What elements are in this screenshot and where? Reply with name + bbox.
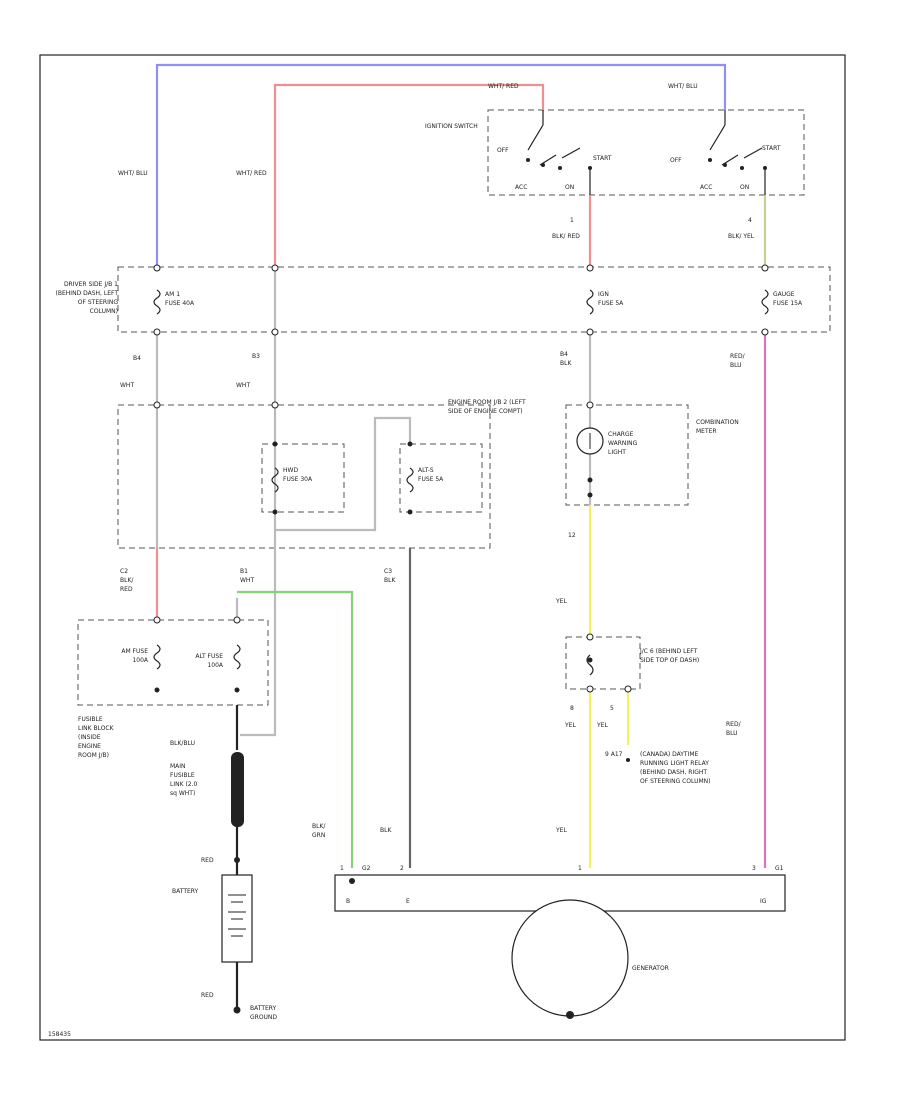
label-wht2: WHT (236, 382, 250, 389)
label-pin-gen-1b: 1 (578, 865, 582, 872)
label-b1-wht: B1 WHT (240, 568, 255, 584)
engine-jb-box (117, 404, 491, 549)
label-ign-fuse: IGN FUSE 5A (598, 291, 624, 307)
label-blk-grn: BLK/ GRN (312, 823, 326, 839)
driver-jb-box (117, 266, 831, 333)
label-wht-blu-left: WHT/ BLU (118, 170, 148, 177)
label-figure-id: 158435 (48, 1031, 71, 1038)
label-acc-left: ACC (515, 184, 527, 191)
label-hwo-fuse: HWD FUSE 30A (283, 467, 313, 483)
label-pin-drl: 9 A17 (605, 751, 623, 758)
label-pin-gen-g1: G1 (775, 865, 784, 872)
label-on-left: ON (565, 184, 574, 191)
label-alt-fuse: ALT FUSE 100A (195, 653, 223, 669)
label-start-left: START (593, 155, 612, 162)
label-b4: B4 (133, 355, 141, 362)
label-combo-meter: COMBINATION METER (696, 419, 739, 435)
label-red-top: RED (201, 857, 214, 864)
label-b3: B3 (252, 353, 260, 360)
label-pin-ign-blk-red: 1 (570, 217, 574, 224)
diagram-frame (39, 54, 846, 1041)
label-ign-wire2: WHT/ BLU (668, 83, 698, 90)
label-battery-ground: BATTERY GROUND (250, 1005, 278, 1021)
label-wht-red-left: WHT/ RED (236, 170, 267, 177)
label-red-blu-low: RED/ BLU (726, 721, 741, 737)
label-alts-fuse: ALT-S FUSE 5A (418, 467, 444, 483)
label-c2-blk-red: C2 BLK/ RED (120, 568, 134, 593)
generator-body (511, 899, 629, 1017)
label-am1-fuse: AM 1 FUSE 40A (165, 291, 195, 307)
label-driver-jb: DRIVER SIDE J/B 1 (BEHIND DASH, LEFT OF … (55, 281, 118, 315)
wire-grey-engjb-bridge (275, 416, 412, 532)
fuse-symbols (153, 289, 769, 676)
generator-ground-dot (566, 1011, 574, 1019)
alts-fuse-box (399, 443, 483, 513)
battery-cells (228, 894, 246, 937)
main-fusible-link (231, 752, 244, 827)
label-acc-right: ACC (700, 184, 712, 191)
label-ign-wire1: WHT/ RED (488, 83, 519, 90)
label-gauge-fuse: GAUGE FUSE 15A (773, 291, 803, 307)
wire-blk-grn (237, 590, 354, 868)
label-blk-low: BLK (380, 827, 392, 834)
label-charge-light: CHARGE WARNING LIGHT (608, 431, 638, 456)
jc6-box (565, 636, 641, 690)
label-pin-yel-a: 8 (570, 705, 574, 712)
ignition-switch-box (487, 109, 805, 196)
label-b4-blk: B4 BLK (560, 351, 572, 367)
label-generator: GENERATOR (632, 965, 669, 972)
label-pin-gen-2: 2 (400, 865, 404, 872)
label-blk-blu: BLK/BLU (170, 740, 195, 747)
label-main-fl: MAIN FUSIBLE LINK (2.0 sq WHT) (170, 763, 198, 797)
label-off-left: OFF (497, 147, 509, 154)
label-red-bottom: RED (201, 992, 214, 999)
label-pin-gen-g2: G2 (362, 865, 371, 872)
label-c3-blk: C3 BLK (384, 568, 396, 584)
label-wht1: WHT (120, 382, 134, 389)
wire-grey-alt (240, 548, 277, 737)
label-pin-ign-blk-yel: 4 (748, 217, 752, 224)
label-fusible-block: FUSIBLE LINK BLOCK (INSIDE ENGINE ROOM J… (78, 716, 114, 759)
ignition-contact-dots (526, 158, 767, 170)
label-gen-e: E (406, 898, 410, 905)
label-drl-relay: (CANADA) DAYTIME RUNNING LIGHT RELAY (BE… (640, 751, 711, 785)
combination-meter-box (565, 404, 689, 506)
label-off-right: OFF (670, 157, 682, 164)
connector-pins (153, 264, 769, 1014)
label-blk-red-top: BLK/ RED (552, 233, 580, 240)
label-yel-a: YEL (564, 722, 576, 729)
label-engine-jb: ENGINE ROOM J/B 2 (LEFT SIDE OF ENGINE C… (448, 399, 526, 415)
label-pin-yel-b: 5 (610, 705, 614, 712)
label-red-blu-mid: RED/ BLU (730, 353, 745, 369)
label-yel-low: YEL (555, 827, 567, 834)
ignition-switch-contacts (527, 110, 766, 195)
wire-wht-blu-top (155, 63, 727, 268)
label-blk-yel-top: BLK/ YEL (728, 233, 755, 240)
label-on-right: ON (740, 184, 749, 191)
label-yel-mid: YEL (555, 598, 567, 605)
label-yel-b: YEL (596, 722, 608, 729)
label-pin-gen-3: 3 (752, 865, 756, 872)
label-start-right: START (762, 145, 781, 152)
label-battery: BATTERY (172, 888, 199, 895)
label-gen-ig: IG (760, 898, 767, 905)
label-pin12: 12 (568, 532, 576, 539)
label-ign-switch: IGNITION SWITCH (425, 123, 478, 130)
wire-wht-red-top (273, 83, 545, 268)
label-jc6: J/C 6 (BEHIND LEFT SIDE TOP OF DASH) (640, 648, 700, 664)
fusible-link-block-box (77, 619, 269, 706)
generator-b-dot (349, 878, 355, 884)
label-pin-gen-1: 1 (340, 865, 344, 872)
hwo-fuse-box (261, 443, 345, 513)
label-gen-b: B (346, 898, 350, 905)
label-am-fuse: AM FUSE 100A (121, 648, 148, 664)
